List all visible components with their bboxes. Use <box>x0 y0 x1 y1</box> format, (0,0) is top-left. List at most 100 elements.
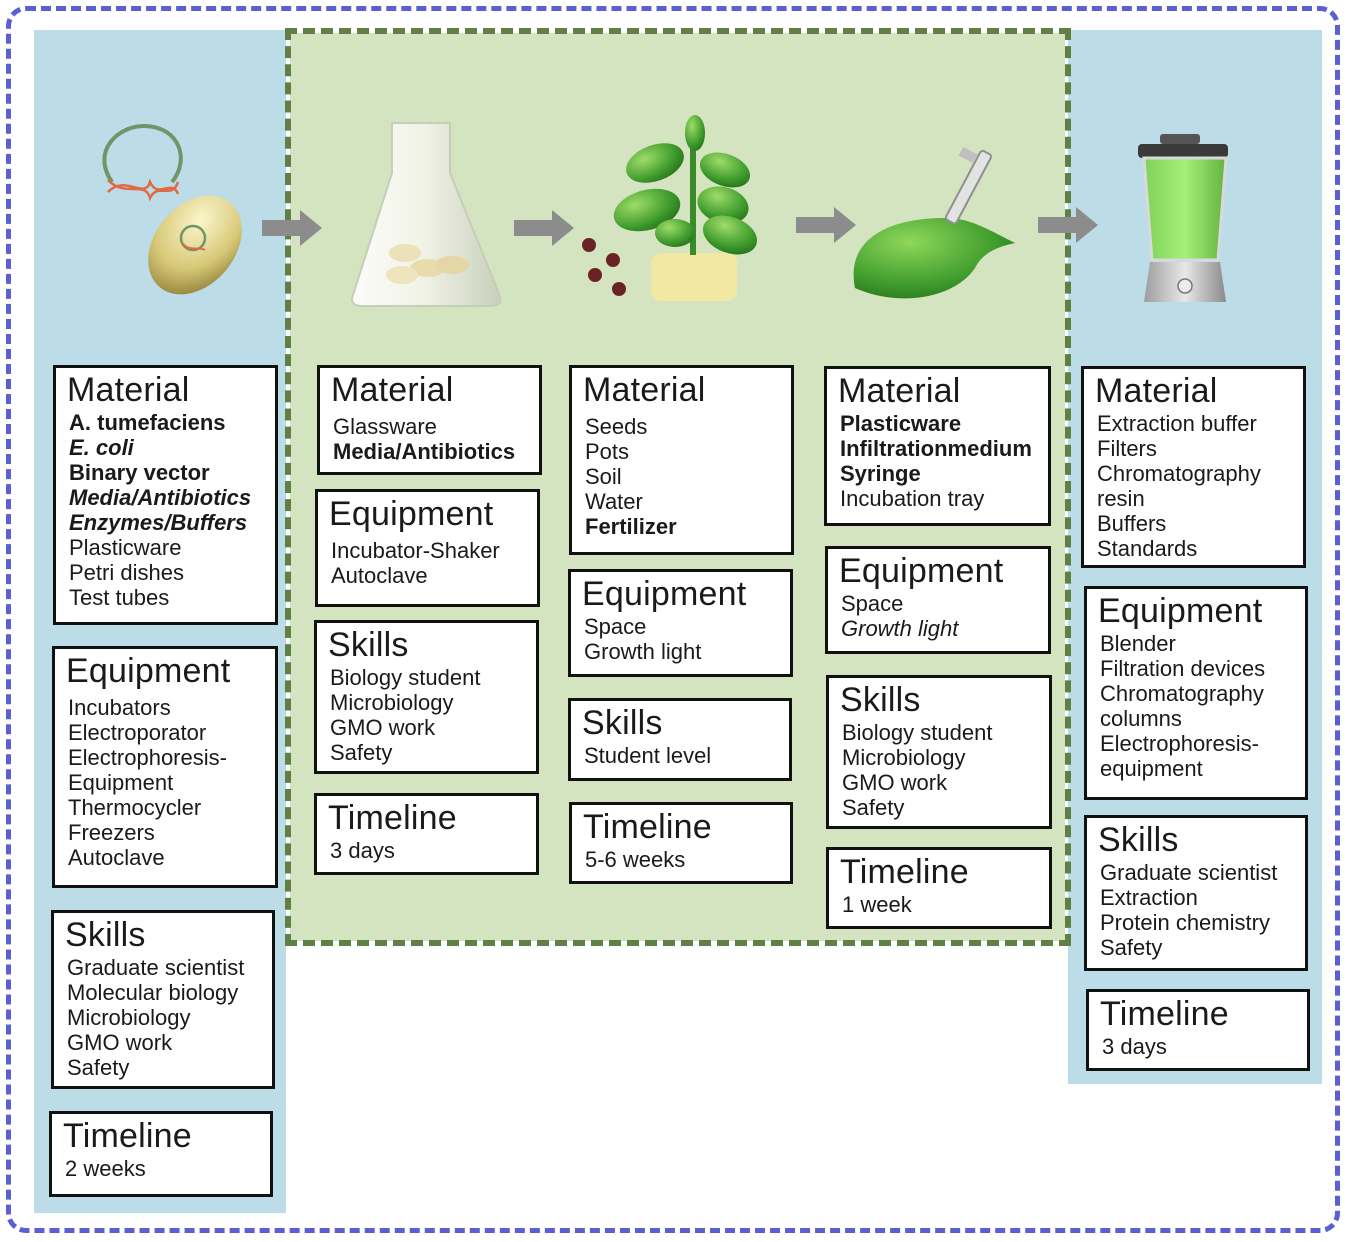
timeline-box: Timeline 3 days <box>1086 989 1310 1071</box>
box-title: Material <box>838 372 961 410</box>
box-title: Equipment <box>1098 592 1263 630</box>
list-item: Incubators <box>68 695 171 720</box>
plasmid-bacterium-icon <box>102 123 242 295</box>
material-box: Material Seeds Pots Soil Water Fertilize… <box>569 365 794 555</box>
list-item: Chromatography <box>1097 461 1261 486</box>
material-box: Material Plasticware Infiltrationmedium … <box>824 366 1051 526</box>
box-title: Timeline <box>840 853 969 891</box>
box-title: Equipment <box>839 552 1004 590</box>
outer-dashed-frame <box>6 6 1340 1233</box>
list-item: resin <box>1097 486 1145 511</box>
list-item: Graduate scientist <box>1100 860 1278 885</box>
timeline-box: Timeline 5-6 weeks <box>569 802 793 884</box>
box-title: Timeline <box>63 1117 192 1155</box>
list-item: Safety <box>330 740 393 765</box>
skills-box: Skills Student level <box>568 698 792 781</box>
list-item: E. coli <box>69 435 134 460</box>
list-item: equipment <box>1100 756 1203 781</box>
skills-box: Skills Graduate scientist Molecular biol… <box>51 910 275 1089</box>
list-item: Electroporator <box>68 720 207 745</box>
list-item: Standards <box>1097 536 1198 561</box>
arrow-4-icon <box>1038 207 1098 243</box>
list-item: Media/Antibiotics <box>333 439 516 464</box>
box-title: Timeline <box>328 799 457 837</box>
list-item: 3 days <box>330 838 395 863</box>
box-title: Timeline <box>583 808 712 846</box>
list-item: Plasticware <box>840 411 962 436</box>
list-item: Autoclave <box>68 845 165 870</box>
flask-icon <box>351 122 502 307</box>
leaf-syringe-icon <box>853 146 1015 299</box>
list-item: Blender <box>1100 631 1176 656</box>
list-item: Biology student <box>842 720 993 745</box>
green-dashed-frame <box>285 28 1071 946</box>
arrow-2-icon <box>514 210 574 246</box>
list-item: Filters <box>1097 436 1157 461</box>
list-item: Infiltrationmedium <box>840 436 1032 461</box>
list-item: Extraction buffer <box>1097 411 1257 436</box>
list-item: Safety <box>842 795 905 820</box>
list-item: 3 days <box>1102 1034 1167 1059</box>
box-title: Skills <box>840 681 921 719</box>
list-item: Enzymes/Buffers <box>69 510 248 535</box>
list-item: Microbiology <box>67 1005 191 1030</box>
list-item: Protein chemistry <box>1100 910 1270 935</box>
list-item: Molecular biology <box>67 980 239 1005</box>
equipment-box: Equipment Incubators Electroporator Elec… <box>52 646 278 888</box>
equipment-box: Equipment Space Growth light <box>568 569 793 677</box>
list-item: Student level <box>584 743 712 768</box>
list-item: Filtration devices <box>1100 656 1266 681</box>
box-title: Skills <box>328 626 409 664</box>
timeline-box: Timeline 1 week <box>826 847 1052 929</box>
list-item: Graduate scientist <box>67 955 245 980</box>
list-item: Safety <box>1100 935 1163 960</box>
list-item: A. tumefaciens <box>69 410 226 435</box>
skills-box: Skills Biology student Microbiology GMO … <box>826 675 1052 829</box>
list-item: Electrophoresis- <box>1100 731 1259 756</box>
list-item: Space <box>841 591 904 616</box>
list-item: GMO work <box>842 770 948 795</box>
timeline-box: Timeline 2 weeks <box>49 1111 273 1197</box>
box-title: Material <box>67 371 190 409</box>
list-item: Growth light <box>841 616 959 641</box>
list-item: Biology student <box>330 665 481 690</box>
box-title: Equipment <box>66 652 231 690</box>
skills-box: Skills Biology student Microbiology GMO … <box>314 620 539 774</box>
list-item: Syringe <box>840 461 921 486</box>
equipment-box: Equipment Incubator-Shaker Autoclave <box>315 489 540 607</box>
list-item: Glassware <box>333 414 437 439</box>
list-item: Autoclave <box>331 563 428 588</box>
list-item: Electrophoresis- <box>68 745 227 770</box>
list-item: Safety <box>67 1055 130 1080</box>
list-item: Equipment <box>68 770 174 795</box>
list-item: 2 weeks <box>65 1156 146 1181</box>
arrow-1-icon <box>262 210 322 246</box>
list-item: Microbiology <box>330 690 454 715</box>
timeline-box: Timeline 3 days <box>314 793 539 875</box>
list-item: Freezers <box>68 820 155 845</box>
equipment-box: Equipment Blender Filtration devices Chr… <box>1084 586 1308 800</box>
list-item: Pots <box>585 439 630 464</box>
blender-icon <box>1138 134 1228 302</box>
list-item: Microbiology <box>842 745 966 770</box>
material-box: Material Glassware Media/Antibiotics <box>317 365 542 475</box>
box-title: Material <box>583 371 706 409</box>
list-item: Incubator-Shaker <box>331 538 500 563</box>
box-title: Skills <box>1098 821 1179 859</box>
box-title: Skills <box>65 916 146 954</box>
box-title: Equipment <box>582 575 747 613</box>
list-item: Test tubes <box>69 585 170 610</box>
list-item: Seeds <box>585 414 648 439</box>
list-item: Extraction <box>1100 885 1198 910</box>
list-item: Petri dishes <box>69 560 184 585</box>
box-title: Material <box>331 371 454 409</box>
arrow-3-icon <box>796 207 856 243</box>
list-item: Plasticware <box>69 535 182 560</box>
list-item: Growth light <box>584 639 702 664</box>
list-item: Media/Antibiotics <box>69 485 252 510</box>
list-item: Buffers <box>1097 511 1167 536</box>
list-item: GMO work <box>330 715 436 740</box>
material-box: Material Extraction buffer Filters Chrom… <box>1081 366 1306 568</box>
list-item: 1 week <box>842 892 912 917</box>
list-item: Thermocycler <box>68 795 202 820</box>
